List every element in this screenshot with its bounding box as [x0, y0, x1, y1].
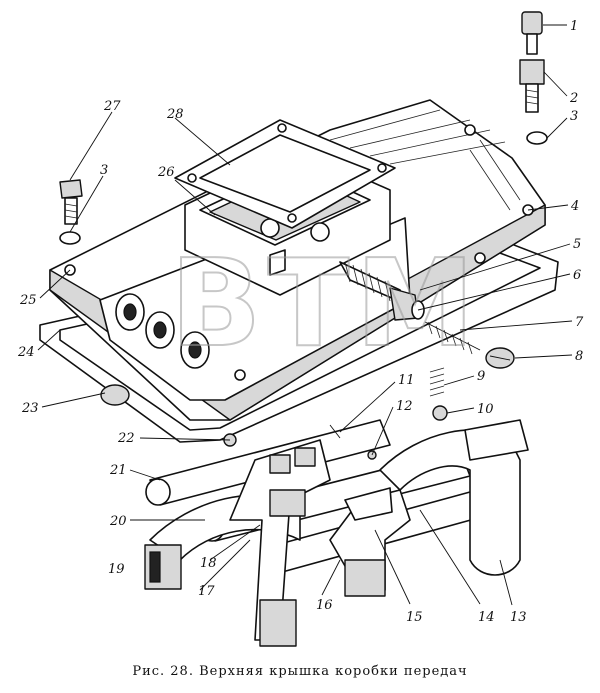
- callout-25: 25: [19, 293, 37, 308]
- callout-1: 1: [570, 19, 578, 34]
- ball-detent: [429, 367, 448, 421]
- upper-gasket: [174, 119, 396, 229]
- callout-2: 2: [569, 91, 578, 106]
- breather-fitting: [519, 11, 548, 145]
- callout-13: 13: [510, 610, 527, 625]
- callout-7: 7: [575, 315, 584, 330]
- plug: [100, 384, 130, 406]
- callout-21: 21: [109, 463, 127, 478]
- figure-caption: Рис. 28. Верхняя крышка коробки передач: [132, 664, 468, 679]
- callout-11: 11: [398, 373, 415, 388]
- callout-22: 22: [117, 431, 135, 446]
- callout-6: 6: [573, 268, 581, 283]
- callout-23: 23: [21, 401, 39, 416]
- leader-lines: [37, 24, 573, 606]
- watermark: ВТМ: [170, 235, 481, 374]
- callout-19: 19: [108, 562, 125, 577]
- shift-forks: [144, 419, 529, 647]
- callout-5: 5: [573, 237, 581, 252]
- callout-9: 9: [477, 369, 485, 384]
- spring-screw: [424, 321, 515, 369]
- callout-3b: 3: [100, 163, 108, 178]
- callout-20: 20: [109, 514, 127, 529]
- callout-27: 27: [103, 99, 121, 114]
- callout-15: 15: [406, 610, 423, 625]
- callout-24: 24: [17, 345, 35, 360]
- callout-4: 4: [570, 199, 579, 214]
- callout-26: 26: [157, 165, 175, 180]
- bolt: [59, 179, 83, 245]
- callout-3: 3: [570, 109, 578, 124]
- callouts: 1 2 3 4 5 6 7 8 9 10 11 12 13 14 15 16 1…: [17, 19, 584, 625]
- callout-8: 8: [575, 349, 583, 364]
- callout-17: 17: [198, 584, 215, 599]
- callout-16: 16: [316, 598, 333, 613]
- callout-14: 14: [478, 610, 495, 625]
- callout-12: 12: [396, 399, 413, 414]
- callout-10: 10: [477, 402, 494, 417]
- callout-28: 28: [166, 107, 184, 122]
- callout-18: 18: [200, 556, 217, 571]
